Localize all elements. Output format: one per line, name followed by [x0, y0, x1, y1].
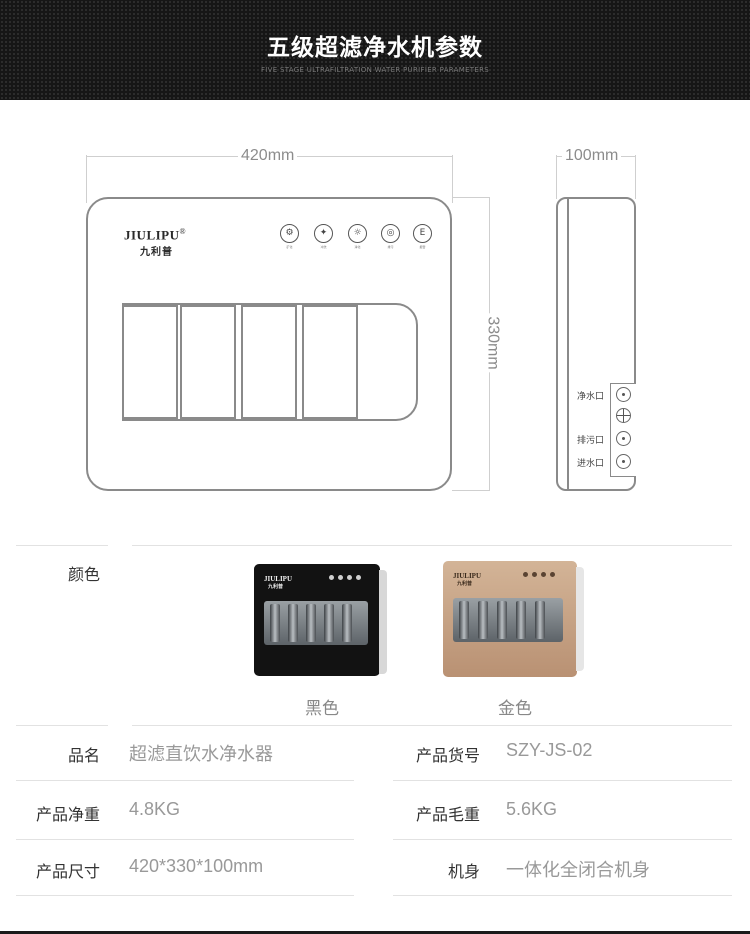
spec-value-sku: SZY-JS-02	[506, 740, 593, 760]
divider	[16, 895, 354, 896]
button-caption: 冲洗	[320, 245, 327, 249]
clean-water-port-icon	[616, 387, 631, 402]
divider	[16, 780, 354, 781]
button-caption: 排污	[387, 245, 394, 249]
brand-logo: JIULIPU®	[124, 227, 187, 243]
spec-value-body: 一体化全闭合机身	[506, 860, 650, 880]
front-view: JIULIPU® 九利普 ⚙ 矿化 ✦ 冲洗 ☼ 净化 ◎ 排污 E 报警	[86, 197, 452, 491]
button-caption: 矿化	[286, 245, 293, 249]
spec-label-name: 品名	[67, 746, 100, 765]
product-image-gold: JIULIPU 九利普	[443, 561, 584, 677]
height-guide-bottom	[452, 490, 490, 491]
page-title: 五级超滤净水机参数	[267, 35, 483, 61]
product-image-black: JIULIPU 九利普	[254, 564, 387, 676]
brand-name-cn: 九利普	[140, 247, 173, 258]
filter-cartridge	[302, 305, 358, 419]
width-guide-right	[452, 155, 453, 203]
port-cross-icon	[616, 408, 631, 423]
page-subtitle: FIVE STAGE ULTRAFILTRATION WATER PURIFIE…	[260, 66, 490, 74]
divider	[393, 780, 732, 781]
width-label: 420mm	[238, 147, 298, 165]
height-label: 330mm	[483, 313, 502, 373]
port-label-drain: 排污口	[577, 436, 605, 446]
drain-icon: ◎	[381, 224, 400, 243]
drain-port-icon	[616, 431, 631, 446]
height-guide-top	[452, 197, 490, 198]
spec-value-net-weight: 4.8KG	[129, 799, 181, 819]
inlet-port-icon	[616, 454, 631, 469]
spec-label-net-weight: 产品净重	[35, 805, 100, 824]
divider	[393, 839, 732, 840]
header-banner: 五级超滤净水机参数 FIVE STAGE ULTRAFILTRATION WAT…	[0, 0, 750, 100]
divider	[16, 545, 108, 546]
color-label: 颜色	[67, 565, 100, 584]
port-label-clean: 净水口	[577, 392, 605, 402]
mineral-icon: ⚙	[280, 224, 299, 243]
side-view	[556, 197, 636, 491]
color-name-black: 黑色	[305, 699, 339, 719]
spec-value-gross-weight: 5.6KG	[506, 799, 558, 819]
divider	[132, 545, 732, 546]
color-name-gold: 金色	[498, 699, 532, 719]
filter-cartridge	[180, 305, 236, 419]
depth-guide-right	[635, 155, 636, 199]
footer-bar	[0, 931, 750, 934]
e-icon: E	[413, 224, 432, 243]
flush-icon: ✦	[314, 224, 333, 243]
width-guide-left	[86, 155, 87, 203]
button-caption: 报警	[419, 245, 426, 249]
spec-value-size: 420*330*100mm	[129, 856, 264, 876]
filter-cartridge	[241, 305, 297, 419]
side-panel-line	[567, 197, 569, 491]
divider	[16, 725, 108, 726]
spec-label-sku: 产品货号	[415, 746, 480, 765]
button-caption: 净化	[354, 245, 361, 249]
spec-label-gross-weight: 产品毛重	[415, 805, 480, 824]
spec-value-name: 超滤直饮水净水器	[129, 744, 273, 764]
spec-label-body: 机身	[447, 862, 480, 881]
port-label-inlet: 进水口	[577, 459, 605, 469]
purify-icon: ☼	[348, 224, 367, 243]
spec-label-size: 产品尺寸	[35, 862, 100, 881]
filter-cartridge	[122, 305, 178, 419]
divider	[393, 895, 732, 896]
divider	[16, 839, 354, 840]
depth-label: 100mm	[562, 147, 622, 165]
depth-guide-left	[556, 155, 557, 199]
divider	[132, 725, 732, 726]
